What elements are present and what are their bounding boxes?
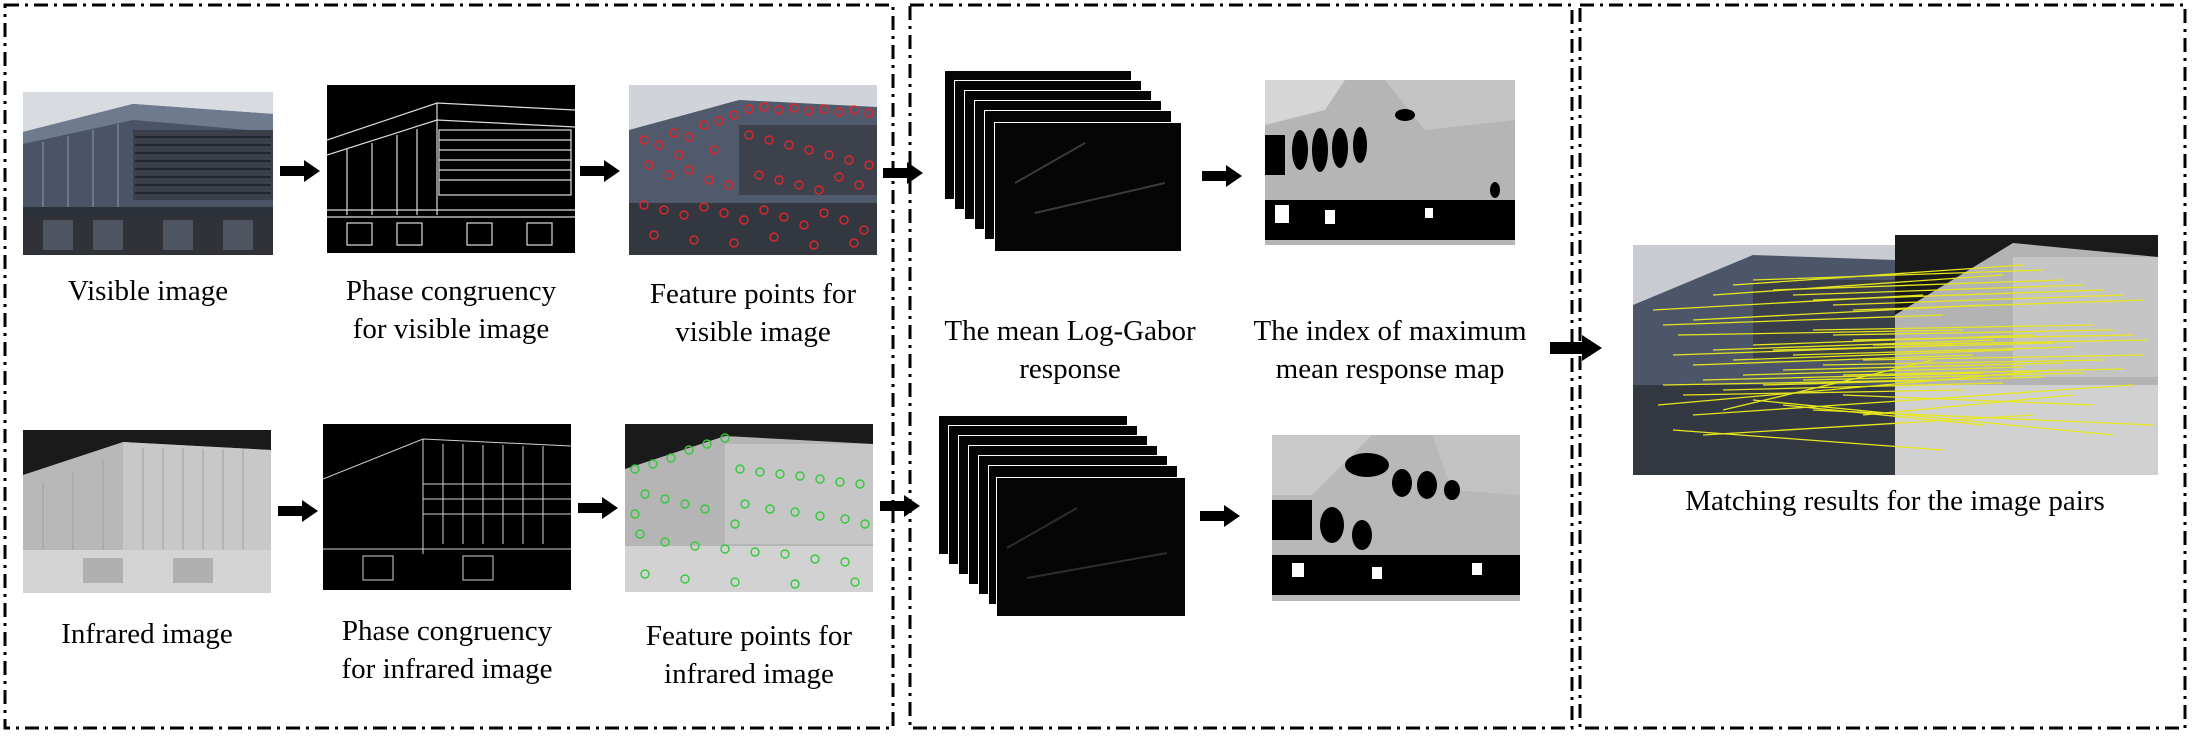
caption-text: Visible image: [67, 275, 229, 307]
panel-feature-extraction: Visible image Phase congruency for visib…: [0, 0, 900, 737]
caption-infrared-image: Infrared image: [23, 615, 271, 653]
phase-congruency-infrared-image: [323, 424, 571, 590]
feature-points-visible-image: [629, 85, 877, 255]
caption-line: Feature points for: [645, 620, 853, 652]
infrared-image: [23, 430, 271, 593]
caption-line: for visible image: [352, 313, 550, 345]
panel-feature-extraction-border: [3, 3, 895, 730]
log-gabor-response-stack-infrared: [938, 415, 1186, 625]
caption-log-gabor: The mean Log-Gabor response: [930, 312, 1210, 388]
panel-descriptor-border: [908, 3, 1574, 730]
arrow-right-icon: [1200, 505, 1240, 532]
caption-line: for infrared image: [341, 653, 553, 685]
caption-feature-points-infrared: Feature points for infrared image: [609, 617, 889, 693]
caption-line: visible image: [675, 316, 831, 348]
panel-descriptor: The mean Log-Gabor response The index of…: [910, 0, 1580, 737]
arrow-right-icon: [1202, 165, 1242, 192]
index-map-visible: [1265, 80, 1515, 245]
caption-line: Phase congruency: [345, 275, 557, 307]
caption-text: Infrared image: [61, 618, 233, 650]
response-layer-front: [996, 477, 1186, 617]
caption-phase-congruency-visible: Phase congruency for visible image: [311, 272, 591, 348]
visible-image: [23, 92, 273, 255]
panel-matching-border: [1578, 3, 2187, 730]
caption-phase-congruency-infrared: Phase congruency for infrared image: [297, 612, 597, 688]
feature-points-infrared-image: [625, 424, 873, 592]
caption-line: Feature points for: [649, 278, 857, 310]
caption-line: response: [1019, 353, 1121, 385]
arrow-right-icon: [278, 500, 318, 527]
caption-matching: Matching results for the image pairs: [1610, 482, 2180, 520]
panel-matching: Matching results for the image pairs: [1580, 0, 2185, 737]
arrow-right-icon: [880, 495, 920, 522]
caption-line: infrared image: [664, 658, 834, 690]
caption-visible-image: Visible image: [23, 272, 273, 310]
log-gabor-response-stack-visible: [944, 70, 1184, 255]
caption-text: Matching results for the image pairs: [1685, 485, 2105, 517]
caption-index-map: The index of maximum mean response map: [1240, 312, 1540, 388]
arrow-right-icon: [580, 160, 620, 187]
arrow-right-icon: [280, 160, 320, 187]
caption-line: The index of maximum: [1253, 315, 1527, 347]
arrow-right-icon: [578, 497, 618, 524]
arrow-right-icon: [1550, 335, 1602, 366]
caption-feature-points-visible: Feature points for visible image: [613, 275, 893, 351]
caption-line: The mean Log-Gabor: [944, 315, 1196, 347]
response-layer-front: [994, 122, 1182, 252]
caption-line: Phase congruency: [341, 615, 553, 647]
arrow-right-icon: [883, 162, 923, 189]
caption-line: mean response map: [1275, 353, 1505, 385]
matching-result-image: [1633, 235, 2158, 475]
index-map-infrared: [1272, 435, 1520, 601]
phase-congruency-visible-image: [327, 85, 575, 253]
